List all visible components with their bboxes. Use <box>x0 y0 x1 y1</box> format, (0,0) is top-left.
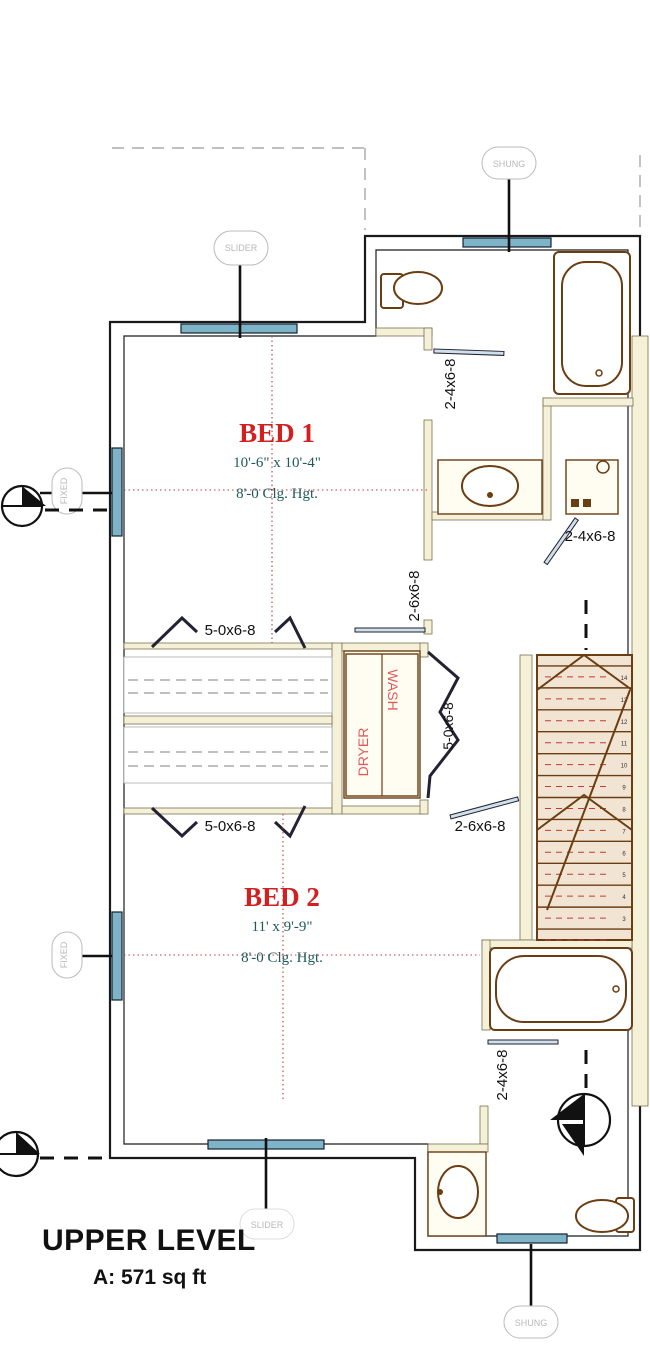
level-area: A: 571 sq ft <box>93 1266 207 1289</box>
room-ceiling-bed1: 8'-0 Clg. Hgt. <box>236 486 318 502</box>
stair-number: 4 <box>622 895 626 901</box>
stair-diagonal <box>546 689 631 911</box>
callout-bottom-bath: SHUNG <box>503 1244 559 1339</box>
section-marker-right <box>550 600 612 1156</box>
stairs: 14 13 12 11 10 9 8 7 6 5 4 3 <box>536 653 633 941</box>
stair-number: 7 <box>622 829 626 835</box>
stair-number: 3 <box>622 917 626 923</box>
vanity-bed1-bath <box>437 459 543 515</box>
stair-number: 11 <box>621 742 628 748</box>
callout-bed1-top-label: SLIDER <box>225 243 258 253</box>
window-bed2-left <box>111 911 123 1001</box>
stair-side-wall <box>631 335 649 1107</box>
stair-number: 10 <box>621 764 628 770</box>
dimension-lines <box>124 336 480 1100</box>
bathtub-upper <box>553 251 631 395</box>
window-top-bath <box>462 237 552 248</box>
stair-number: 8 <box>622 807 626 813</box>
callout-bed2-bottom: SLIDER <box>239 1138 295 1240</box>
room-size-bed1: 10'-6" x 10'-4" <box>233 455 321 471</box>
door-tag-bath-upper-right: 2-4x6-8 <box>565 528 616 545</box>
stair-number: 12 <box>621 720 628 726</box>
stair-number: 5 <box>622 873 626 879</box>
callout-top-bath-label: SHUNG <box>493 159 526 169</box>
toilet-upper <box>380 271 443 309</box>
door-tag-bed1: 2-6x6-8 <box>406 571 423 622</box>
callout-bottom-bath-label: SHUNG <box>515 1318 548 1328</box>
room-ceiling-bed2: 8'-0 Clg. Hgt. <box>241 950 323 966</box>
laundry-appliances <box>343 650 421 799</box>
callout-bed1-left: FIXED <box>40 467 112 515</box>
callout-bed2-left: FIXED <box>51 931 112 979</box>
stair-break-top <box>536 653 633 691</box>
callout-bed2-left-label: FIXED <box>59 941 69 968</box>
washer-label: WASH <box>385 669 401 710</box>
level-title: UPPER LEVEL <box>42 1224 256 1257</box>
window-bottom-bath <box>496 1233 568 1244</box>
interior-walls <box>123 327 634 1153</box>
stair-number: 13 <box>621 698 628 704</box>
callout-bed1-left-label: FIXED <box>59 477 69 504</box>
dryer-label: DRYER <box>355 728 371 777</box>
room-name-bed2: BED 2 <box>244 882 320 912</box>
property-outline <box>112 147 641 230</box>
doors <box>150 348 579 1045</box>
room-size-bed2: 11' x 9'-9" <box>252 919 313 935</box>
toilet-lower <box>575 1197 635 1233</box>
stair-number: 9 <box>622 786 626 792</box>
section-marker-lower <box>0 1130 112 1178</box>
door-tag-bed2: 2-6x6-8 <box>455 818 506 835</box>
door-tag-closet-top: 5-0x6-8 <box>205 622 256 639</box>
room-name-bed1: BED 1 <box>239 418 315 448</box>
door-tag-bath-upper: 2-4x6-8 <box>442 359 459 410</box>
window-bed1-left <box>111 447 123 537</box>
callout-bed2-bottom-label: SLIDER <box>251 1220 284 1230</box>
stair-number: 6 <box>622 851 626 857</box>
door-tag-bath-lower: 2-4x6-8 <box>494 1050 511 1101</box>
vanity-upper-right <box>565 459 619 515</box>
callout-top-bath: SHUNG <box>481 146 537 252</box>
stair-number: 14 <box>621 676 628 682</box>
section-marker-upper <box>0 484 112 528</box>
bathtub-lower <box>489 947 633 1031</box>
door-tag-closet-bottom: 5-0x6-8 <box>205 818 256 835</box>
callout-bed1-top: SLIDER <box>213 230 269 338</box>
vanity-lower <box>427 1151 487 1237</box>
closet-shelves <box>123 656 333 784</box>
stair-break-middle <box>536 793 633 831</box>
door-tag-laundry: 5-0x6-8 <box>440 702 456 750</box>
